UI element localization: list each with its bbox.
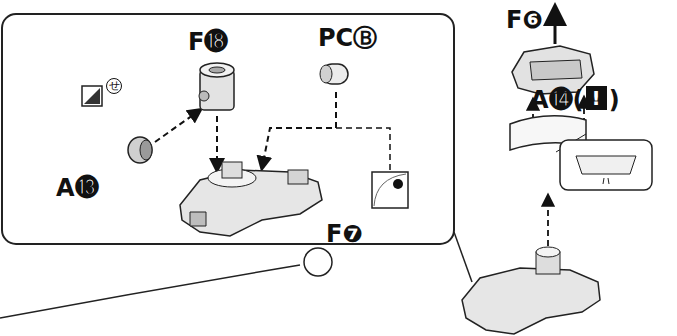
part-label: )	[609, 88, 620, 112]
part-label: F⓲	[188, 30, 228, 54]
caution-mark: !	[586, 86, 607, 110]
part-label: PCⒷ	[318, 26, 377, 50]
part-label: A⓮(	[530, 88, 584, 112]
part-label: A⓭	[56, 176, 99, 200]
sticker-mark: せ	[106, 78, 122, 94]
part-label: F❻	[506, 8, 543, 32]
inset-panel	[2, 14, 454, 244]
part-label: F❼	[326, 222, 363, 246]
